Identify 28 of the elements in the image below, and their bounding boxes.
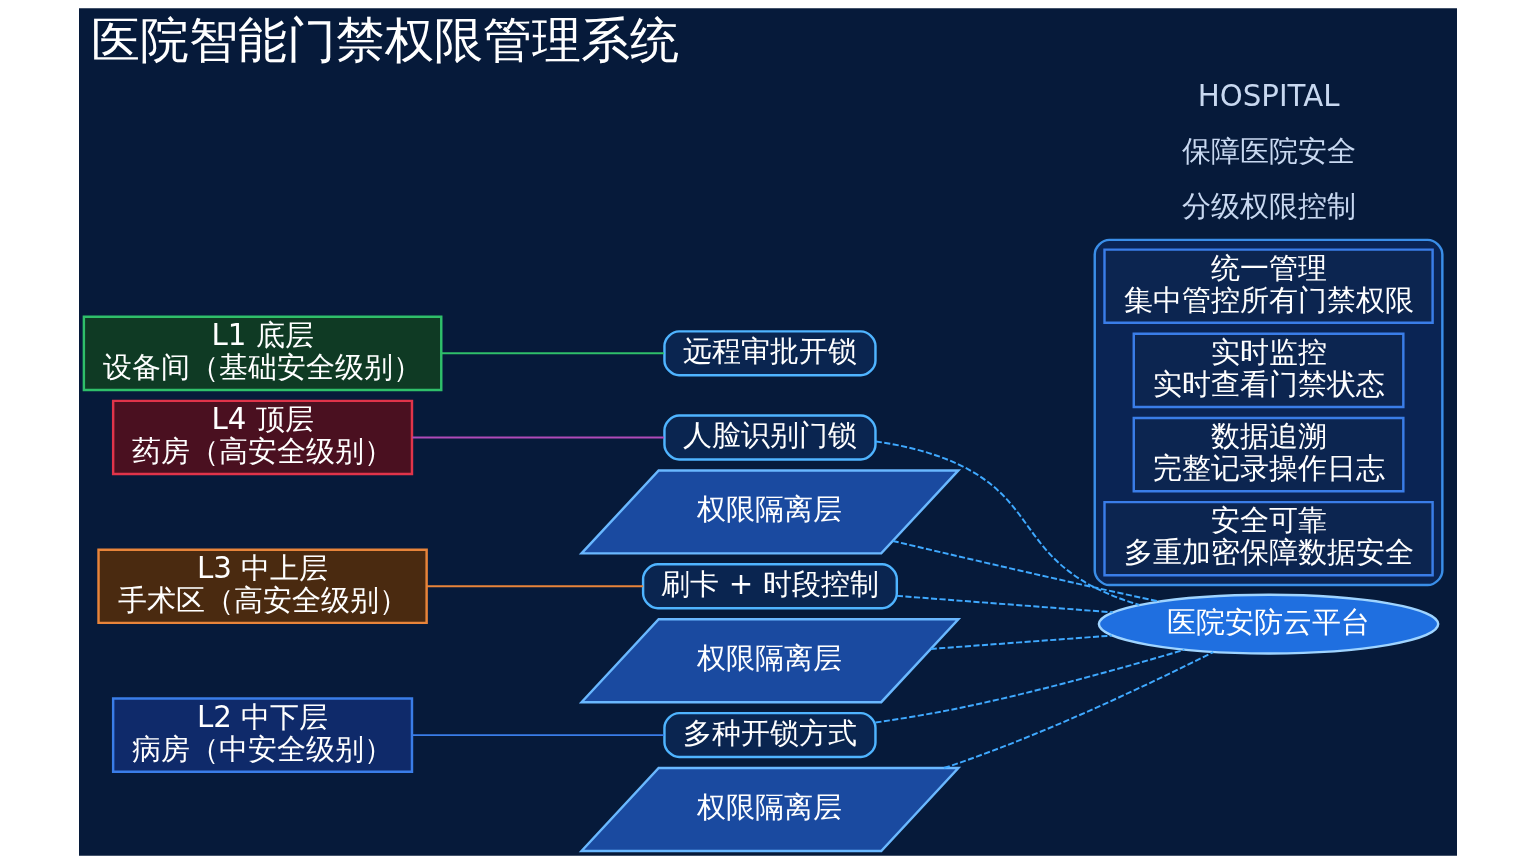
connector bbox=[440, 352, 666, 355]
node-box: L2 中下层 病房（中安全级别） bbox=[111, 697, 414, 773]
node-box: 安全可靠 多重加密保障数据安全 bbox=[1103, 500, 1434, 577]
connector bbox=[929, 634, 1113, 650]
connector bbox=[874, 648, 1186, 724]
connector bbox=[891, 539, 1161, 603]
label: 保障医院安全 bbox=[1181, 133, 1356, 168]
node-box: L1 底层 设备间（基础安全级别） bbox=[82, 315, 443, 392]
node-box: 实时监控 实时查看门禁状态 bbox=[1132, 332, 1405, 409]
node-box: 数据追溯 完整记录操作日志 bbox=[1132, 416, 1405, 493]
label: 分级权限控制 bbox=[1181, 188, 1356, 223]
node-ellipse: 医院安防云平台 bbox=[1097, 593, 1440, 655]
node-box: L4 顶层 药房（高安全级别） bbox=[111, 399, 414, 476]
label: HOSPITAL bbox=[1197, 78, 1340, 113]
connector bbox=[411, 734, 666, 737]
connector bbox=[896, 594, 1114, 614]
node-box: 人脸识别门锁 bbox=[663, 414, 877, 461]
diagram-title: 医院智能门禁权限管理系统 bbox=[91, 11, 680, 69]
connector bbox=[411, 436, 666, 439]
connector bbox=[874, 440, 1141, 606]
node-box: 刷卡 + 时段控制 bbox=[641, 563, 899, 610]
node-box: 多种开锁方式 bbox=[663, 711, 877, 759]
node-box: 统一管理 集中管控所有门禁权限 bbox=[1103, 248, 1434, 325]
node-box: 远程审批开锁 bbox=[663, 330, 877, 377]
node-box: L3 中上层 手术区（高安全级别） bbox=[97, 548, 428, 625]
cluster bbox=[1093, 238, 1444, 587]
connector bbox=[942, 651, 1215, 769]
connector bbox=[425, 585, 645, 588]
